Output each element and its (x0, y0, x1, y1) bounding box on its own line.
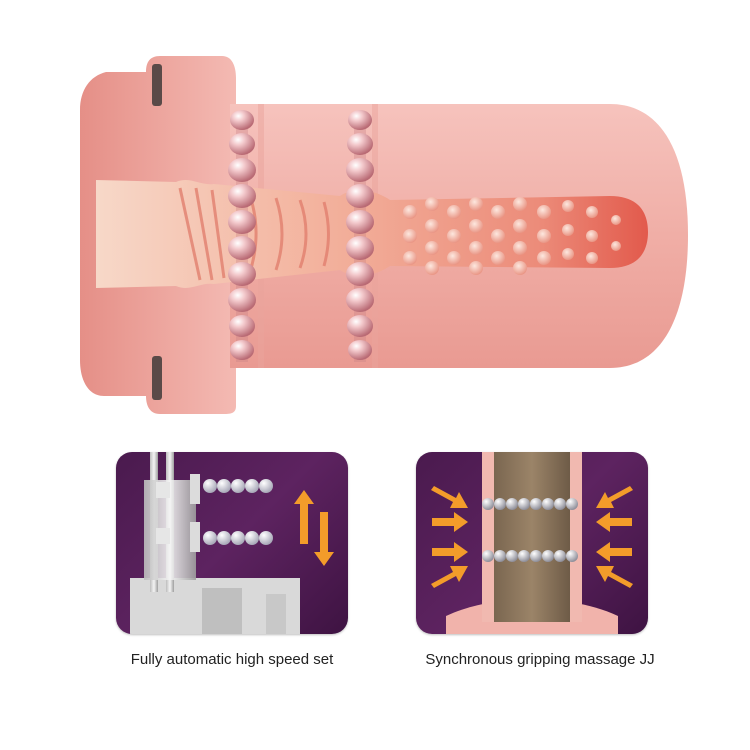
telescopic-rod-illustration (130, 452, 334, 634)
gripping-rings-illustration (431, 452, 633, 634)
inner-canal (96, 180, 648, 288)
upper-bead-rod (203, 479, 273, 493)
bead-ring-upper (482, 498, 578, 510)
up-down-arrows-icon (294, 490, 334, 566)
beaded-ring-right (346, 110, 374, 362)
feature-panel-gripping (416, 452, 648, 634)
feature-panel-high-speed (116, 452, 348, 634)
beaded-ring-left (228, 110, 256, 362)
feature-caption-gripping: Synchronous gripping massage JJ (425, 651, 655, 668)
bead-ring-lower (482, 550, 578, 562)
textured-nubs (403, 197, 621, 275)
product-cross-section-illustration (80, 56, 688, 414)
inward-arrows-left-icon (431, 486, 468, 588)
feature-caption-high-speed: Fully automatic high speed set (130, 651, 334, 668)
inward-arrows-right-icon (596, 486, 633, 588)
lower-bead-rod (203, 531, 273, 545)
